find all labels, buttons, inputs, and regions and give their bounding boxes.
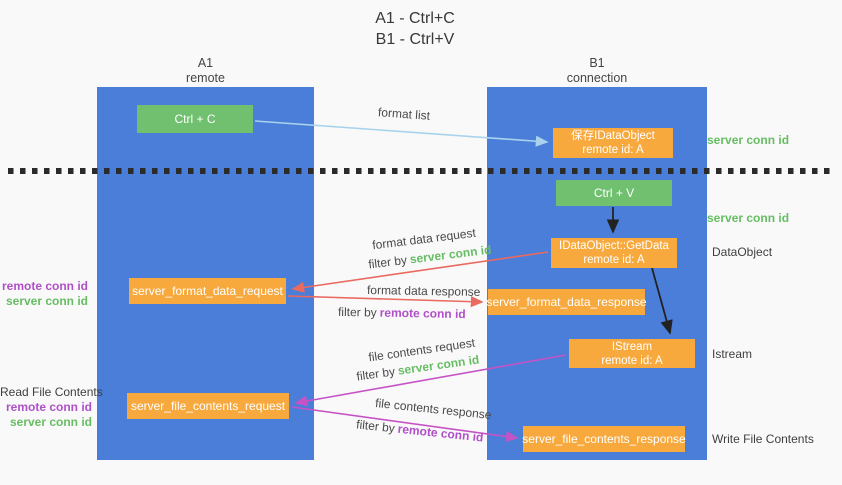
server-conn-id-mid-label: server conn id — [707, 211, 790, 225]
server-conn-id-label: server conn id — [9, 415, 92, 429]
diagram-title: A1 - Ctrl+C B1 - Ctrl+V — [320, 8, 510, 50]
remote-conn-id-label: remote conn id — [1, 279, 88, 293]
getdata-line2: remote id: A — [583, 254, 645, 266]
column-b1-sublabel: connection — [566, 71, 628, 85]
file-request-side-labels: Read File Contents remote conn id server… — [0, 385, 103, 430]
dataobject-side-label: DataObject — [712, 245, 773, 259]
format-data-response-label: format data response — [366, 283, 481, 299]
format-list-arrow — [254, 120, 549, 147]
getdata-to-istream-arrow — [651, 267, 673, 335]
format-request-conn-ids: remote conn id server conn id — [0, 279, 88, 309]
server-format-data-response-node: server_format_data_response — [486, 289, 647, 315]
server-file-contents-response-node: server_file_contents_response — [522, 426, 686, 452]
file-contents-request-arrow — [294, 354, 567, 407]
getdata-node: IDataObject::GetData remote id: A — [551, 238, 677, 268]
title-line-2: B1 - Ctrl+V — [375, 31, 455, 48]
istream-node: IStream remote id: A — [569, 339, 695, 368]
server-format-data-request-label: server_format_data_request — [132, 284, 283, 298]
istream-line2: remote id: A — [601, 354, 663, 367]
column-a1-sublabel: remote — [186, 71, 225, 85]
column-header-a1: A1 remote — [97, 56, 314, 86]
title-line-1: A1 - Ctrl+C — [375, 10, 455, 27]
read-file-contents-label: Read File Contents — [0, 385, 103, 399]
getdata-line1: IDataObject::GetData — [559, 240, 669, 252]
write-file-contents-label: Write File Contents — [712, 432, 814, 446]
save-idataobject-line1: 保存IDataObject — [571, 130, 655, 142]
column-b1-label: B1 — [589, 56, 605, 70]
format-data-response-arrow — [287, 295, 484, 308]
server-file-contents-request-label: server_file_contents_request — [130, 399, 286, 413]
filter-by-text: filter by — [337, 304, 377, 320]
server-file-contents-response-label: server_file_contents_response — [522, 432, 686, 446]
server-conn-id-label: server conn id — [5, 294, 88, 308]
ctrl-v-label: Ctrl + V — [593, 186, 635, 200]
ctrl-v-node: Ctrl + V — [556, 180, 672, 206]
istream-line1: IStream — [611, 340, 653, 353]
remote-conn-id-label: remote conn id — [5, 400, 92, 414]
save-idataobject-line2: remote id: A — [582, 144, 644, 156]
column-header-b1: B1 connection — [487, 56, 707, 86]
server-conn-id-top-label: server conn id — [707, 133, 790, 147]
ctrl-c-node: Ctrl + C — [137, 105, 253, 133]
server-format-data-response-label: server_format_data_response — [486, 295, 647, 309]
remote-conn-id-inline: remote conn id — [379, 305, 466, 322]
file-contents-response-arrow — [291, 406, 519, 443]
istream-side-label: Istream — [712, 347, 753, 361]
server-file-contents-request-node: server_file_contents_request — [127, 393, 289, 419]
column-a1-label: A1 — [197, 56, 214, 70]
format-data-request-arrow — [291, 251, 549, 293]
ctrl-c-label: Ctrl + C — [174, 112, 216, 126]
server-format-data-request-node: server_format_data_request — [129, 278, 286, 304]
save-idataobject-node: 保存IDataObject remote id: A — [553, 128, 673, 158]
